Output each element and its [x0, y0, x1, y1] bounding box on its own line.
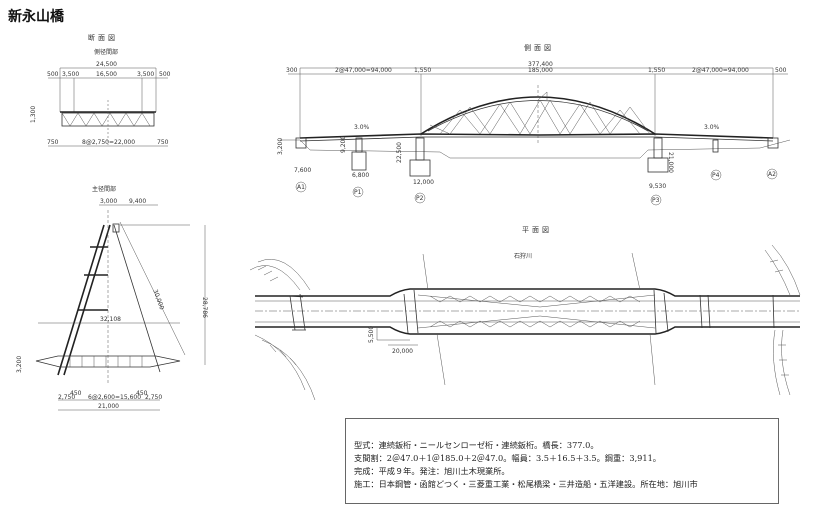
side-view-heading: 側面図: [524, 43, 554, 52]
support-label: P3: [652, 197, 660, 204]
bridge-info-box: 型式：連続鈑桁・ニールセンローゼ桁・連続鈑桁。橋長：377.0。 支間割：2＠4…: [345, 418, 779, 504]
dim: 2@47,000=94,000: [692, 67, 749, 74]
dim: 8@2,750=22,000: [82, 139, 135, 146]
dim: 2,750: [58, 394, 75, 401]
side-span-label: 側径間部: [94, 48, 118, 56]
dim: 1,550: [648, 67, 665, 74]
dim: 500: [775, 67, 787, 74]
support-label: A2: [768, 171, 776, 178]
dim: 300: [286, 67, 298, 74]
support-label: P2: [416, 195, 424, 202]
dim: 20,000: [392, 348, 413, 355]
side-span-section: 断面図 側径間部 24,500 500 3,500 16,500 3,500 5…: [30, 33, 171, 147]
dim: 30,000: [151, 289, 165, 311]
info-line-type: 型式：連続鈑桁・ニールセンローゼ桁・連続鈑桁。橋長：377.0。: [354, 440, 599, 450]
dim: 185,000: [528, 67, 553, 74]
dim: 3,000: [100, 198, 117, 205]
dim: 5,500: [368, 326, 375, 343]
dim: 450: [70, 390, 82, 397]
info-line-completion: 完成：平成９年。発注：旭川土木現業所。: [354, 466, 510, 476]
dim: 2,750: [145, 394, 162, 401]
grade-label: 3.0%: [704, 124, 720, 131]
dim: 750: [47, 139, 59, 146]
plan-view-heading: 平面図: [522, 226, 552, 234]
dim: 28,786: [201, 297, 208, 318]
grade-label: 3.0%: [354, 124, 370, 131]
dim: 500: [47, 71, 59, 78]
main-span-section: 主径間部 3,000 9,400 30,000 28,786 32,108 3,…: [16, 185, 208, 411]
dim: 6,800: [352, 172, 369, 179]
dim: 9,530: [649, 183, 666, 190]
plan-view: 平面図 石狩川 5,500 20,000: [249, 226, 801, 401]
dim: 21,000: [667, 152, 674, 173]
side-elevation: 側面図 377,400 300 2@47,000=94,000 1,550 18…: [277, 43, 791, 206]
dim: 2@47,000=94,000: [335, 67, 392, 74]
river-label: 石狩川: [514, 252, 532, 260]
dim: 12,000: [413, 179, 434, 186]
dim: 16,500: [96, 71, 117, 78]
dim: 7,600: [294, 167, 311, 174]
info-line-construction: 施工：日本鋼管・函館どつく・三菱重工業・松尾橋梁・三井造船・五洋建設。所在地：旭…: [354, 479, 698, 489]
dim: 9,200: [340, 136, 347, 153]
dim: 24,500: [96, 61, 117, 68]
dim: 377,400: [528, 61, 553, 68]
support-label: P4: [712, 172, 720, 179]
dim: 22,500: [396, 142, 403, 163]
dim: 6@2,600=15,600: [88, 394, 141, 401]
dim: 1,300: [30, 106, 37, 123]
main-span-label: 主径間部: [92, 185, 116, 193]
dim: 9,400: [129, 198, 146, 205]
section-heading: 断面図: [88, 33, 118, 42]
dim: 3,500: [137, 71, 154, 78]
dim: 3,200: [16, 356, 23, 373]
dim: 3,200: [277, 138, 284, 155]
bridge-title: 新永山橋: [8, 9, 64, 25]
support-markers: A1 P1 P2 P3 P4 A2: [295, 168, 778, 206]
dim: 750: [157, 139, 169, 146]
dim: 21,000: [98, 403, 119, 410]
support-label: A1: [297, 184, 305, 191]
support-label: P1: [354, 189, 362, 196]
dim: 3,500: [62, 71, 79, 78]
info-line-spans: 支間割：2＠47.0＋1＠185.0＋2＠47.0。幅員：3.5＋16.5＋3.…: [354, 453, 661, 463]
dim: 32,108: [100, 316, 121, 323]
dim: 500: [159, 71, 171, 78]
dim: 450: [136, 390, 148, 397]
dim: 1,550: [414, 67, 431, 74]
